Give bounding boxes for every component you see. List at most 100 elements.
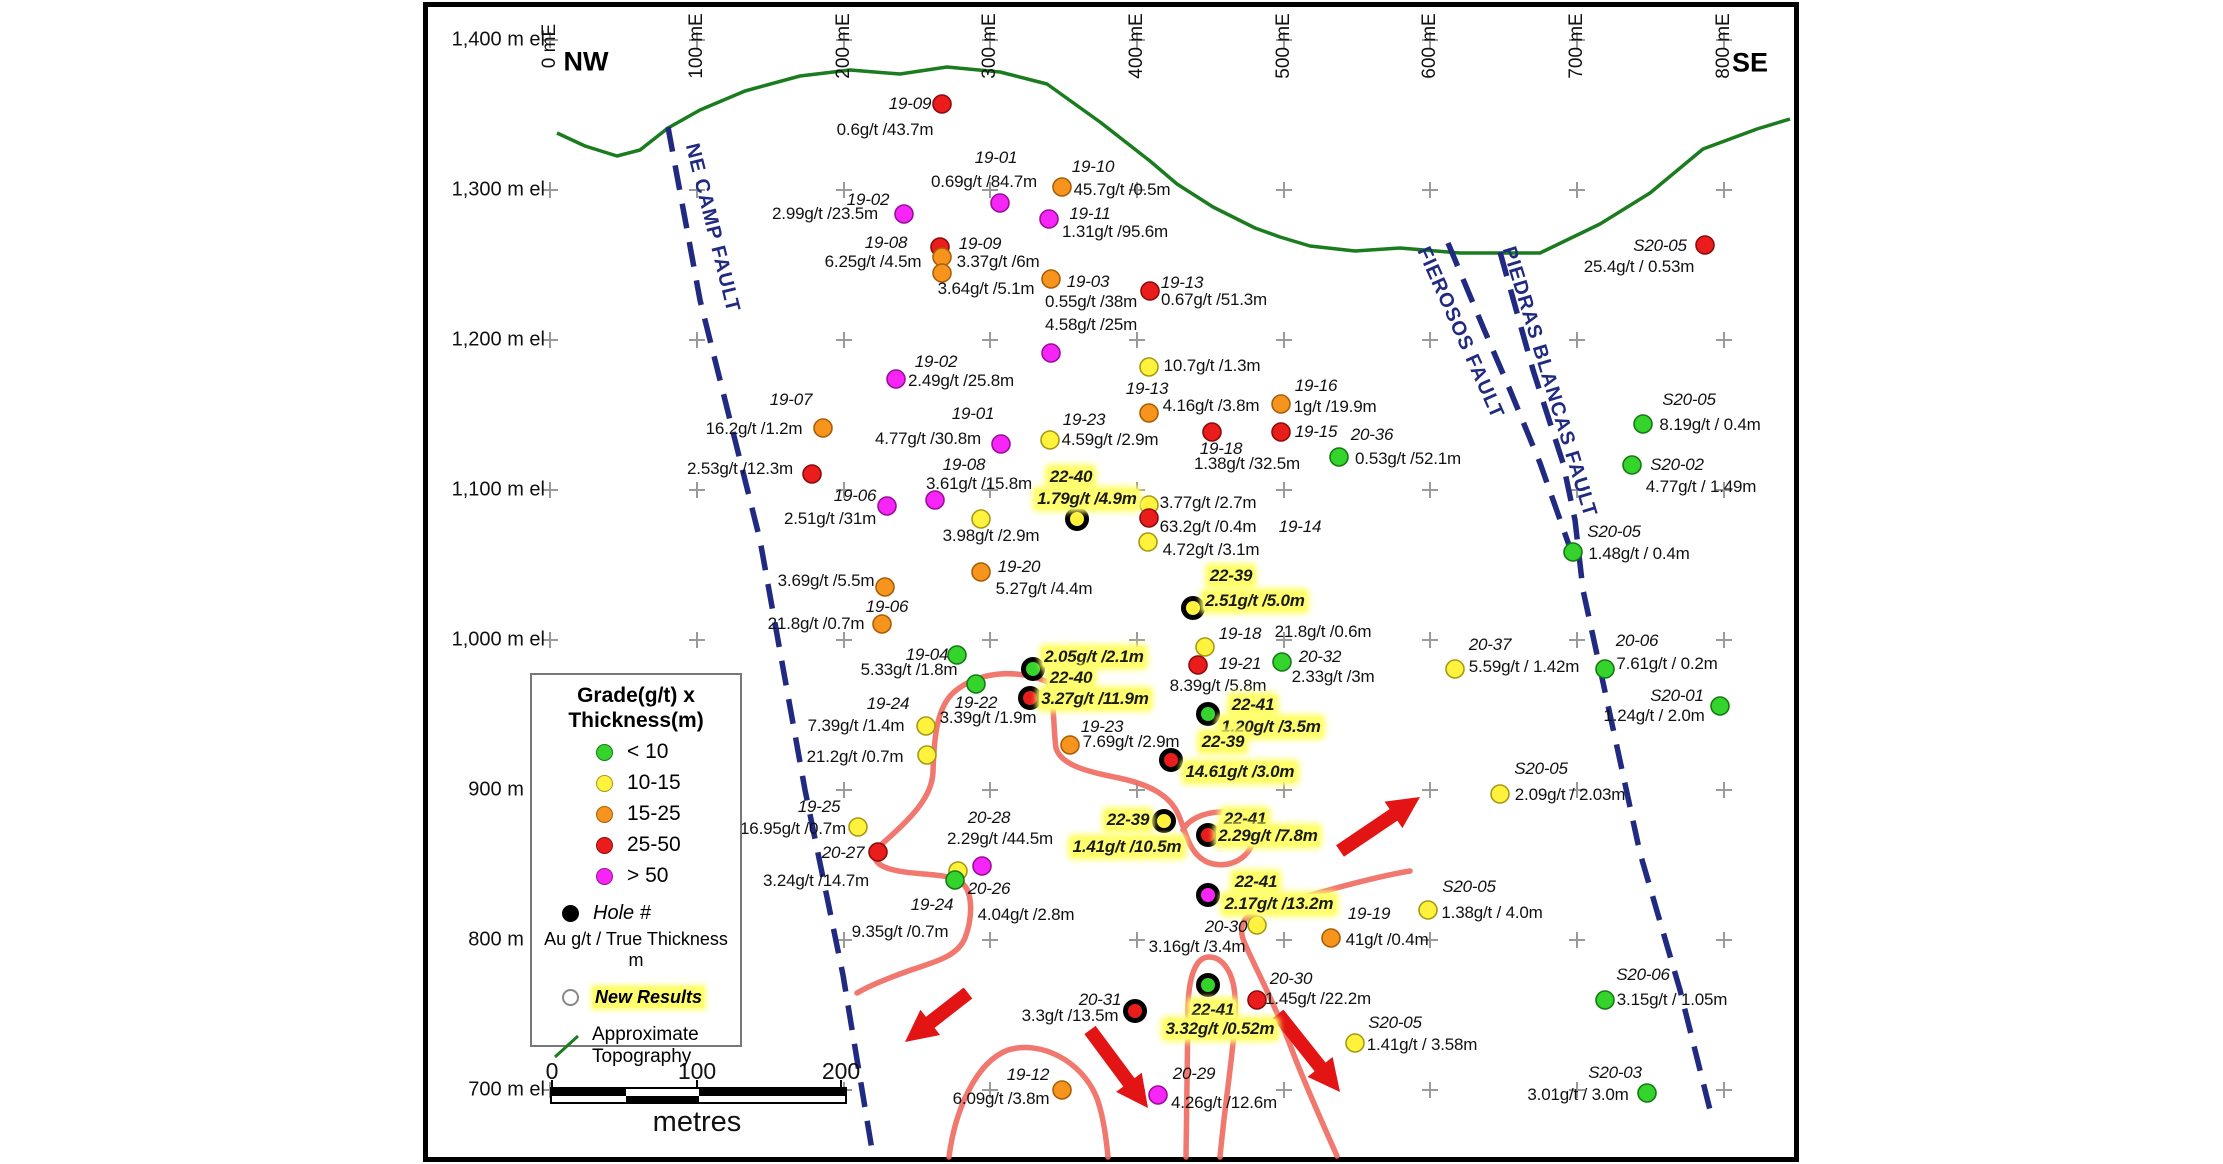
legend-topo-line2: Topography (592, 1046, 692, 1067)
legend-hole-sub: Au g/t / True Thickness m (544, 929, 728, 970)
hole-id-label: S20-01 (1650, 686, 1704, 705)
drill-intercept-dot (1345, 1033, 1365, 1053)
assay-value-label: 0.53g/t /52.1m (1355, 449, 1461, 468)
hole-id-label: 19-22 (954, 693, 998, 712)
hole-id-label: 22-40 (1047, 467, 1095, 487)
assay-value-label: 3.69g/t /5.5m (777, 571, 875, 590)
hole-id-label: 19-23 (1080, 717, 1124, 736)
easting-label: 200 mE (833, 13, 854, 79)
drill-intercept-dot (894, 204, 914, 224)
drill-intercept-dot (868, 842, 888, 862)
drill-intercept-dot (945, 870, 965, 890)
corner-label-nw: NW (563, 46, 609, 77)
hole-id-label: 19-13 (1160, 273, 1204, 292)
movement-arrow (1084, 1025, 1139, 1092)
assay-value-label: 3.27g/t /11.9m (1039, 689, 1151, 709)
assay-value-label: 3.16g/t /3.4m (1148, 937, 1246, 956)
elevation-label: 900 m el (468, 778, 545, 801)
assay-value-label: 4.77g/t / 1.49m (1645, 477, 1757, 496)
drill-intercept-dot (971, 562, 991, 582)
legend-class-label: 10-15 (627, 771, 681, 794)
assay-value-label: 25.4g/t / 0.53m (1583, 257, 1695, 276)
legend-hole-entry: Hole # (562, 902, 734, 925)
legend-class-row: > 50 (596, 864, 734, 888)
hole-id-label: 19-19 (1347, 904, 1391, 923)
assay-value-label: 3.77g/t /2.7m (1159, 493, 1257, 512)
drill-intercept-dot (916, 716, 936, 736)
drill-intercept-dot (802, 464, 822, 484)
assay-value-label: 1.45g/t /22.2m (1265, 989, 1371, 1008)
drill-intercept-dot (1637, 1083, 1657, 1103)
hole-id-label: 20-30 (1204, 917, 1248, 936)
hole-id-label: 20-32 (1298, 647, 1342, 666)
assay-value-label: 5.33g/t /1.8m (860, 660, 958, 679)
easting-label: 600 mE (1419, 13, 1440, 79)
elevation-label: 800 m el (468, 928, 545, 951)
fault-line (1445, 241, 1573, 549)
hole-id-label: S20-05 (1442, 877, 1496, 896)
hole-id-label: 22-41 (1229, 695, 1277, 715)
elevation-label: 1,100 m el (451, 478, 545, 501)
hole-id-label: 19-09 (888, 94, 932, 113)
assay-value-label: 1.31g/t /95.6m (1062, 222, 1168, 241)
drill-intercept-dot (875, 577, 895, 597)
drill-intercept-dot (1271, 422, 1291, 442)
drill-intercept-dot (1040, 430, 1060, 450)
assay-value-label: 7.69g/t /2.9m (1082, 732, 1180, 751)
topography-line-icon (553, 1034, 580, 1059)
assay-value-label: 45.7g/t /0.5m (1073, 180, 1171, 199)
assay-value-label: 3.32g/t /0.52m (1163, 1019, 1277, 1039)
drill-intercept-dot (1695, 235, 1715, 255)
green-class-dot-icon (596, 743, 613, 761)
assay-value-label: 4.58g/t /25m (1044, 315, 1138, 334)
drill-intercept-dot (1052, 177, 1072, 197)
drill-intercept-dot (1622, 455, 1642, 475)
drill-intercept-dot (1139, 403, 1159, 423)
assay-value-label: 41g/t /0.4m (1345, 930, 1429, 949)
topography-line (556, 65, 1791, 255)
yellow-class-dot-icon (596, 774, 613, 792)
assay-value-label: 2.33g/t /3m (1291, 667, 1375, 686)
drill-intercept-dot (932, 94, 952, 114)
assay-value-label: 3.64g/t /5.1m (937, 279, 1035, 298)
hole-id-label: 19-14 (1278, 517, 1322, 536)
legend-new-results-entry: New Results (562, 987, 734, 1008)
hole-id-label: 19-24 (910, 895, 954, 914)
hole-id-label: 20-28 (967, 808, 1011, 827)
assay-value-label: 1.20g/t /3.5m (1219, 717, 1323, 737)
corner-label-se: SE (1731, 47, 1769, 78)
drill-intercept-dot (990, 193, 1010, 213)
assay-value-label: 9.35g/t /0.7m (851, 922, 949, 941)
new-result-dot (1196, 702, 1220, 726)
assay-value-label: 3.24g/t /14.7m (763, 871, 869, 890)
hole-id-label: 20-06 (1615, 631, 1659, 650)
new-result-dot (1123, 999, 1147, 1023)
assay-value-label: 2.29g/t /7.8m (1216, 826, 1320, 846)
assay-value-label: 2.49g/t /25.8m (908, 371, 1014, 390)
hole-id-label: 19-13 (1125, 379, 1169, 398)
hole-id-label: 19-03 (1066, 272, 1110, 291)
hole-id-label: 19-15 (1294, 422, 1338, 441)
assay-value-label: 5.59g/t / 1.42m (1468, 657, 1580, 676)
easting-label: 500 mE (1273, 13, 1294, 79)
legend-class-row: 10-15 (596, 771, 734, 795)
hole-id-label: 19-11 (1069, 204, 1111, 223)
drill-intercept-dot (1710, 696, 1730, 716)
assay-value-label: 4.72g/t /3.1m (1162, 540, 1260, 559)
hole-id-label: 20-27 (821, 843, 865, 862)
drill-intercept-dot (1195, 637, 1215, 657)
easting-label: 100 mE (686, 13, 707, 79)
drill-intercept-dot (1595, 990, 1615, 1010)
drill-intercept-dot (1247, 990, 1267, 1010)
assay-value-label: 16.95g/t /0.7m (740, 819, 846, 838)
scale-tick-100: 100 (677, 1058, 717, 1084)
scale-bar-rule (550, 1087, 847, 1104)
assay-value-label: 1.24g/t / 2.0m (1603, 706, 1705, 725)
assay-value-label: 0.69g/t /84.7m (931, 172, 1037, 191)
drill-intercept-dot (1041, 343, 1061, 363)
drill-intercept-dot (1633, 414, 1653, 434)
hole-id-label: 19-06 (833, 486, 877, 505)
hole-id-label: S20-03 (1588, 1063, 1642, 1082)
drill-intercept-dot (1041, 269, 1061, 289)
